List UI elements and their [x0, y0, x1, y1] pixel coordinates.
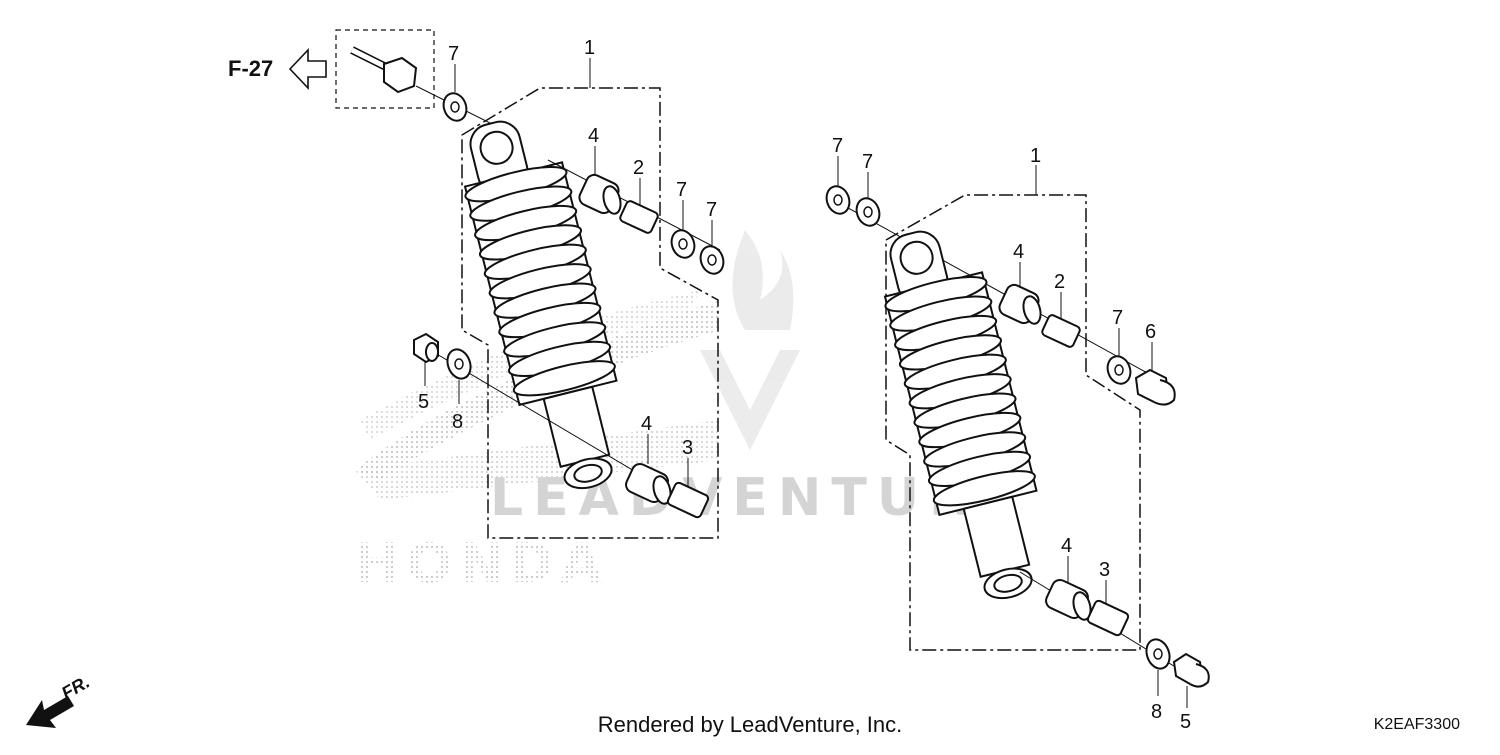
callout-4-left-upper-bushing: 4 [588, 125, 599, 147]
left-upper-bushing [578, 173, 622, 215]
reference-arrow: F-27 [228, 47, 327, 91]
diagram-code: K2EAF3300 [1373, 716, 1460, 733]
left-shock-assembly: 7 1 4 2 7 7 5 8 4 3 [335, 29, 725, 539]
leadventure-logo-watermark [700, 230, 800, 450]
callout-8-right-lower-washer: 8 [1151, 701, 1162, 723]
front-label: FR. [58, 672, 93, 704]
callout-7-right-upper-washer-c: 7 [1112, 307, 1123, 329]
right-cap-nut [1134, 368, 1176, 406]
callout-4-left-lower-bushing: 4 [641, 413, 652, 435]
callout-7-left-upper-washer-a: 7 [676, 179, 687, 201]
callout-2-right-upper-collar: 2 [1054, 271, 1065, 293]
callout-3-right-lower-collar: 3 [1099, 559, 1110, 581]
callout-7-left-upper-washer-b: 7 [706, 199, 717, 221]
left-upper-collar [619, 200, 659, 234]
callout-5-right-lower-nut: 5 [1180, 711, 1191, 733]
callout-8-left-lower-washer: 8 [452, 411, 463, 433]
reference-label: F-27 [228, 56, 273, 81]
callout-3-left-lower-collar: 3 [682, 437, 693, 459]
callout-4-right-upper-bushing: 4 [1013, 241, 1024, 263]
callout-7-right-upper-washer-a: 7 [832, 135, 843, 157]
callout-1-left-assembly: 1 [584, 37, 595, 59]
callout-6-right-cap-nut: 6 [1145, 321, 1156, 343]
callout-5-left-lower-nut: 5 [418, 391, 429, 413]
callout-1-right-assembly: 1 [1030, 145, 1041, 167]
callout-7-bolt-washer: 7 [448, 43, 459, 65]
callout-4-right-lower-bushing: 4 [1061, 535, 1072, 557]
mounting-bolt [350, 46, 418, 94]
right-shock-assembly: 7 7 1 4 2 7 6 4 3 8 5 [825, 135, 1210, 733]
callout-7-right-upper-washer-b: 7 [862, 151, 873, 173]
right-lower-nut [1172, 652, 1210, 688]
footer-credit: Rendered by LeadVenture, Inc. [597, 712, 903, 737]
callout-2-left-upper-collar: 2 [633, 157, 644, 179]
left-lower-nut [413, 332, 439, 364]
honda-watermark-text: HONDA [355, 532, 608, 595]
